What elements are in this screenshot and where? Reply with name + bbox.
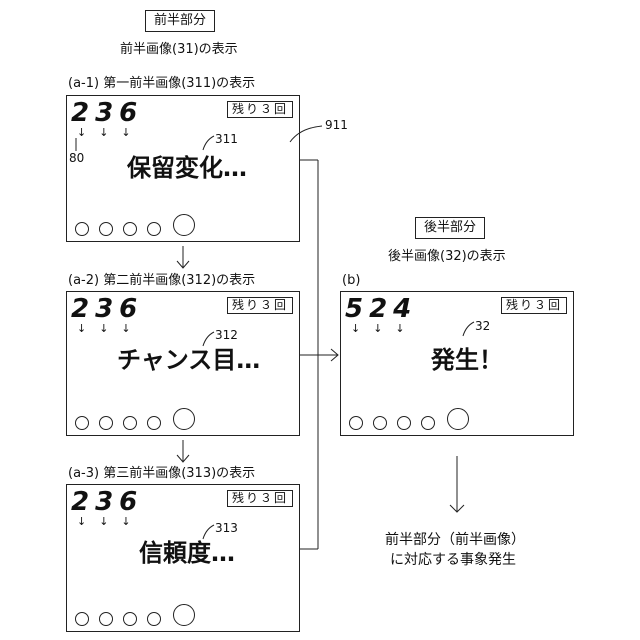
leader-313 — [203, 525, 214, 539]
arrow-a2-to-a3 — [177, 440, 189, 462]
leader-311 — [203, 136, 214, 150]
arrow-a1-to-a2 — [177, 246, 189, 268]
leader-32 — [463, 322, 474, 336]
bracket-first-half-to-b — [300, 160, 338, 549]
leader-312 — [203, 332, 214, 346]
arrow-b-to-result — [450, 456, 464, 512]
leader-911 — [290, 126, 322, 142]
